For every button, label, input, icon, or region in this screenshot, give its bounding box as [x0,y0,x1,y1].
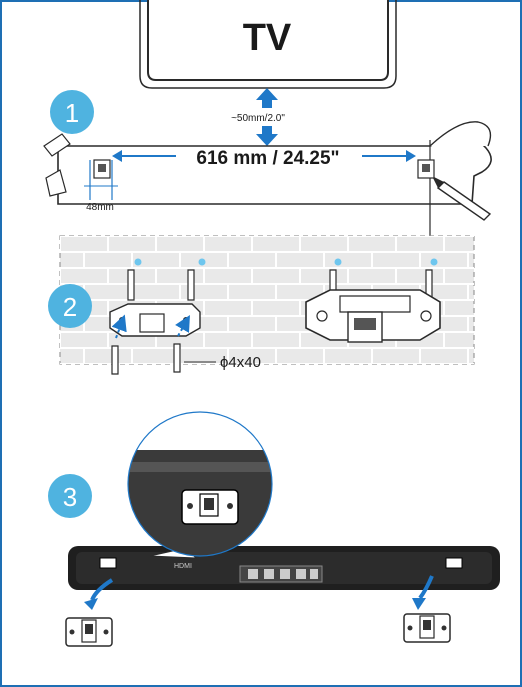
drill-points [134,258,438,266]
gap-arrows [256,88,278,146]
screw-size-label: ϕ4x40 [220,354,261,371]
insert-arrows [111,314,190,339]
template-paper [43,121,492,221]
wall-anchors [127,269,433,301]
hdmi-label: HDMI [174,563,192,570]
soundbar [68,546,500,590]
svg-text:3: 3 [63,482,77,512]
detach-arrows [90,575,434,601]
tv-label: TV [243,17,292,59]
bracket-large-right [305,289,441,343]
step-badge-2: 2 [48,284,92,328]
gap-label: ~50mm/2.0" [231,113,285,124]
bracket-mark-left [89,159,113,200]
step-badge-1: 1 [50,90,94,134]
screws [111,343,181,375]
step-badge-3: 3 [48,474,92,518]
mount-bracket-left [65,617,113,647]
distance-arrow [112,150,416,162]
svg-text:1: 1 [65,98,79,128]
zoom-callout [127,411,273,559]
tv-illustration: TV [139,0,397,89]
mount-bracket-right [403,613,451,643]
bracket-width-label: 48mm [86,202,114,213]
svg-text:2: 2 [63,292,77,322]
bracket-mark-right [417,140,435,238]
distance-label: 616 mm / 24.25" [196,148,339,169]
bracket-small-left [109,303,201,337]
